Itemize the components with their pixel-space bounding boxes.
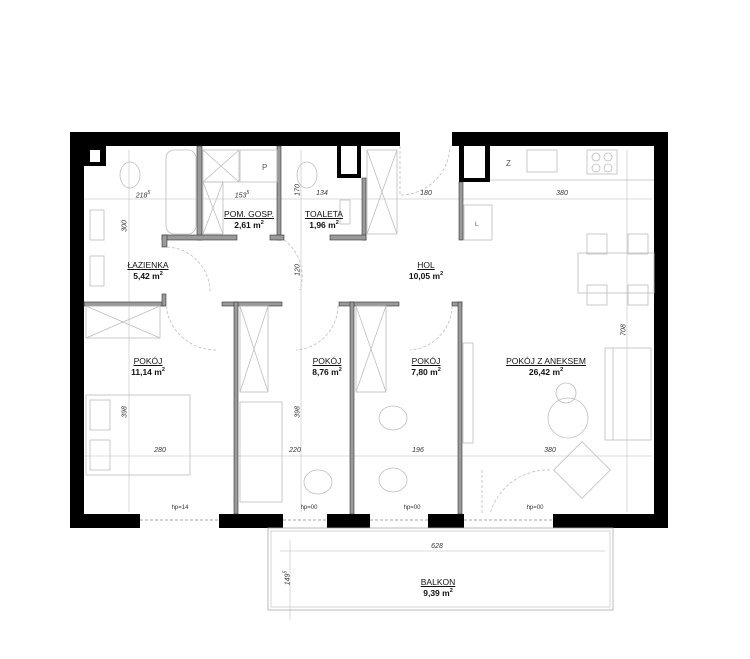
room-area: 1,96 m2 bbox=[309, 219, 339, 230]
chair-icon bbox=[378, 405, 408, 431]
window-sill-height: hp=00 bbox=[403, 505, 421, 511]
furniture bbox=[85, 145, 655, 611]
cooktop-icon bbox=[586, 149, 618, 175]
room-name: ŁAZIENKA bbox=[127, 260, 169, 270]
dimension-label: 196 bbox=[412, 447, 424, 454]
room-name: POM. GOSP. bbox=[224, 209, 274, 219]
sink-icon bbox=[526, 149, 558, 173]
washing-machine-icon bbox=[239, 149, 278, 183]
room-area: 5,42 m2 bbox=[133, 270, 163, 281]
sink-mark: Z bbox=[506, 159, 511, 168]
toilet-icon bbox=[296, 161, 318, 189]
dining-table-icon bbox=[577, 252, 655, 294]
dimension-label: 134 bbox=[316, 190, 328, 197]
room-area: 7,80 m2 bbox=[411, 366, 441, 377]
toilet-icon bbox=[119, 161, 141, 189]
window-sill-height: hp=14 bbox=[171, 505, 189, 511]
bed-icon bbox=[85, 394, 191, 476]
window-sill-height: hp=00 bbox=[300, 505, 318, 511]
room-area: 10,05 m2 bbox=[408, 270, 444, 281]
bathtub-icon bbox=[165, 149, 197, 235]
inner-walls bbox=[83, 145, 464, 515]
dimension-label: 380 bbox=[556, 190, 568, 197]
room-label-pokoj-1: POKÓJ 11,14 m2 bbox=[131, 356, 165, 378]
room-name: HOL bbox=[417, 260, 435, 270]
dimension-label: 280 bbox=[154, 447, 166, 454]
room-name: POKÓJ bbox=[411, 356, 441, 366]
room-name: BALKON bbox=[420, 577, 456, 587]
room-name: POKÓJ bbox=[133, 356, 163, 366]
fridge-icon bbox=[463, 204, 493, 241]
room-area: 26,42 m2 bbox=[528, 366, 564, 377]
room-label-pokoj-3: POKÓJ 7,80 m2 bbox=[411, 356, 441, 378]
room-area: 2,61 m2 bbox=[234, 219, 264, 230]
balcony-depth-dimension: 1495 bbox=[282, 570, 292, 586]
fridge-mark: L bbox=[475, 222, 479, 228]
dimension-label: 398 bbox=[294, 406, 302, 418]
dimension-label: 300 bbox=[121, 220, 129, 232]
room-area: 9,39 m2 bbox=[423, 587, 453, 598]
room-label-pokoj-2: POKÓJ 8,76 m2 bbox=[312, 356, 342, 378]
washbasin-icon bbox=[89, 209, 105, 241]
dimension-label: 708 bbox=[620, 324, 628, 336]
dimension-label: 2185 bbox=[135, 190, 151, 200]
room-name: TOALETA bbox=[305, 209, 343, 219]
room-label-lazienka: ŁAZIENKA 5,42 m2 bbox=[127, 260, 169, 282]
room-label-balkon: BALKON 9,39 m2 bbox=[420, 577, 456, 599]
chair-icon bbox=[378, 467, 408, 493]
room-label-hol: HOL 10,05 m2 bbox=[408, 260, 444, 282]
dimension-label: 398 bbox=[121, 406, 129, 418]
dimension-label: 120 bbox=[294, 264, 302, 276]
chair-icon bbox=[303, 469, 333, 495]
balcony-outline bbox=[267, 527, 614, 611]
sofa-icon bbox=[604, 347, 652, 441]
outer-walls bbox=[70, 132, 668, 528]
dimension-label: 380 bbox=[544, 447, 556, 454]
dimension-lines bbox=[84, 150, 652, 620]
washer-mark: P bbox=[262, 163, 267, 172]
dimension-label: 170 bbox=[294, 184, 302, 196]
washbasin-icon bbox=[339, 199, 351, 225]
window-sill-height: hp=00 bbox=[526, 505, 544, 511]
room-area: 8,76 m2 bbox=[312, 366, 342, 377]
dimension-label: 180 bbox=[420, 190, 432, 197]
room-label-pom-gosp: POM. GOSP. 2,61 m2 bbox=[224, 209, 274, 231]
room-name: POKÓJ bbox=[312, 356, 342, 366]
dimension-label: 220 bbox=[289, 447, 301, 454]
room-area: 11,14 m2 bbox=[131, 366, 165, 377]
room-name: POKÓJ Z ANEKSEM bbox=[506, 356, 586, 366]
balcony-width-dimension: 628 bbox=[431, 543, 443, 550]
room-label-pokoj-z-aneksem: POKÓJ Z ANEKSEM 26,42 m2 bbox=[506, 356, 586, 378]
room-label-toaleta: TOALETA 1,96 m2 bbox=[305, 209, 343, 231]
dimension-label: 1535 bbox=[234, 190, 250, 200]
bed-icon bbox=[239, 401, 283, 503]
washbasin-icon bbox=[89, 255, 105, 287]
